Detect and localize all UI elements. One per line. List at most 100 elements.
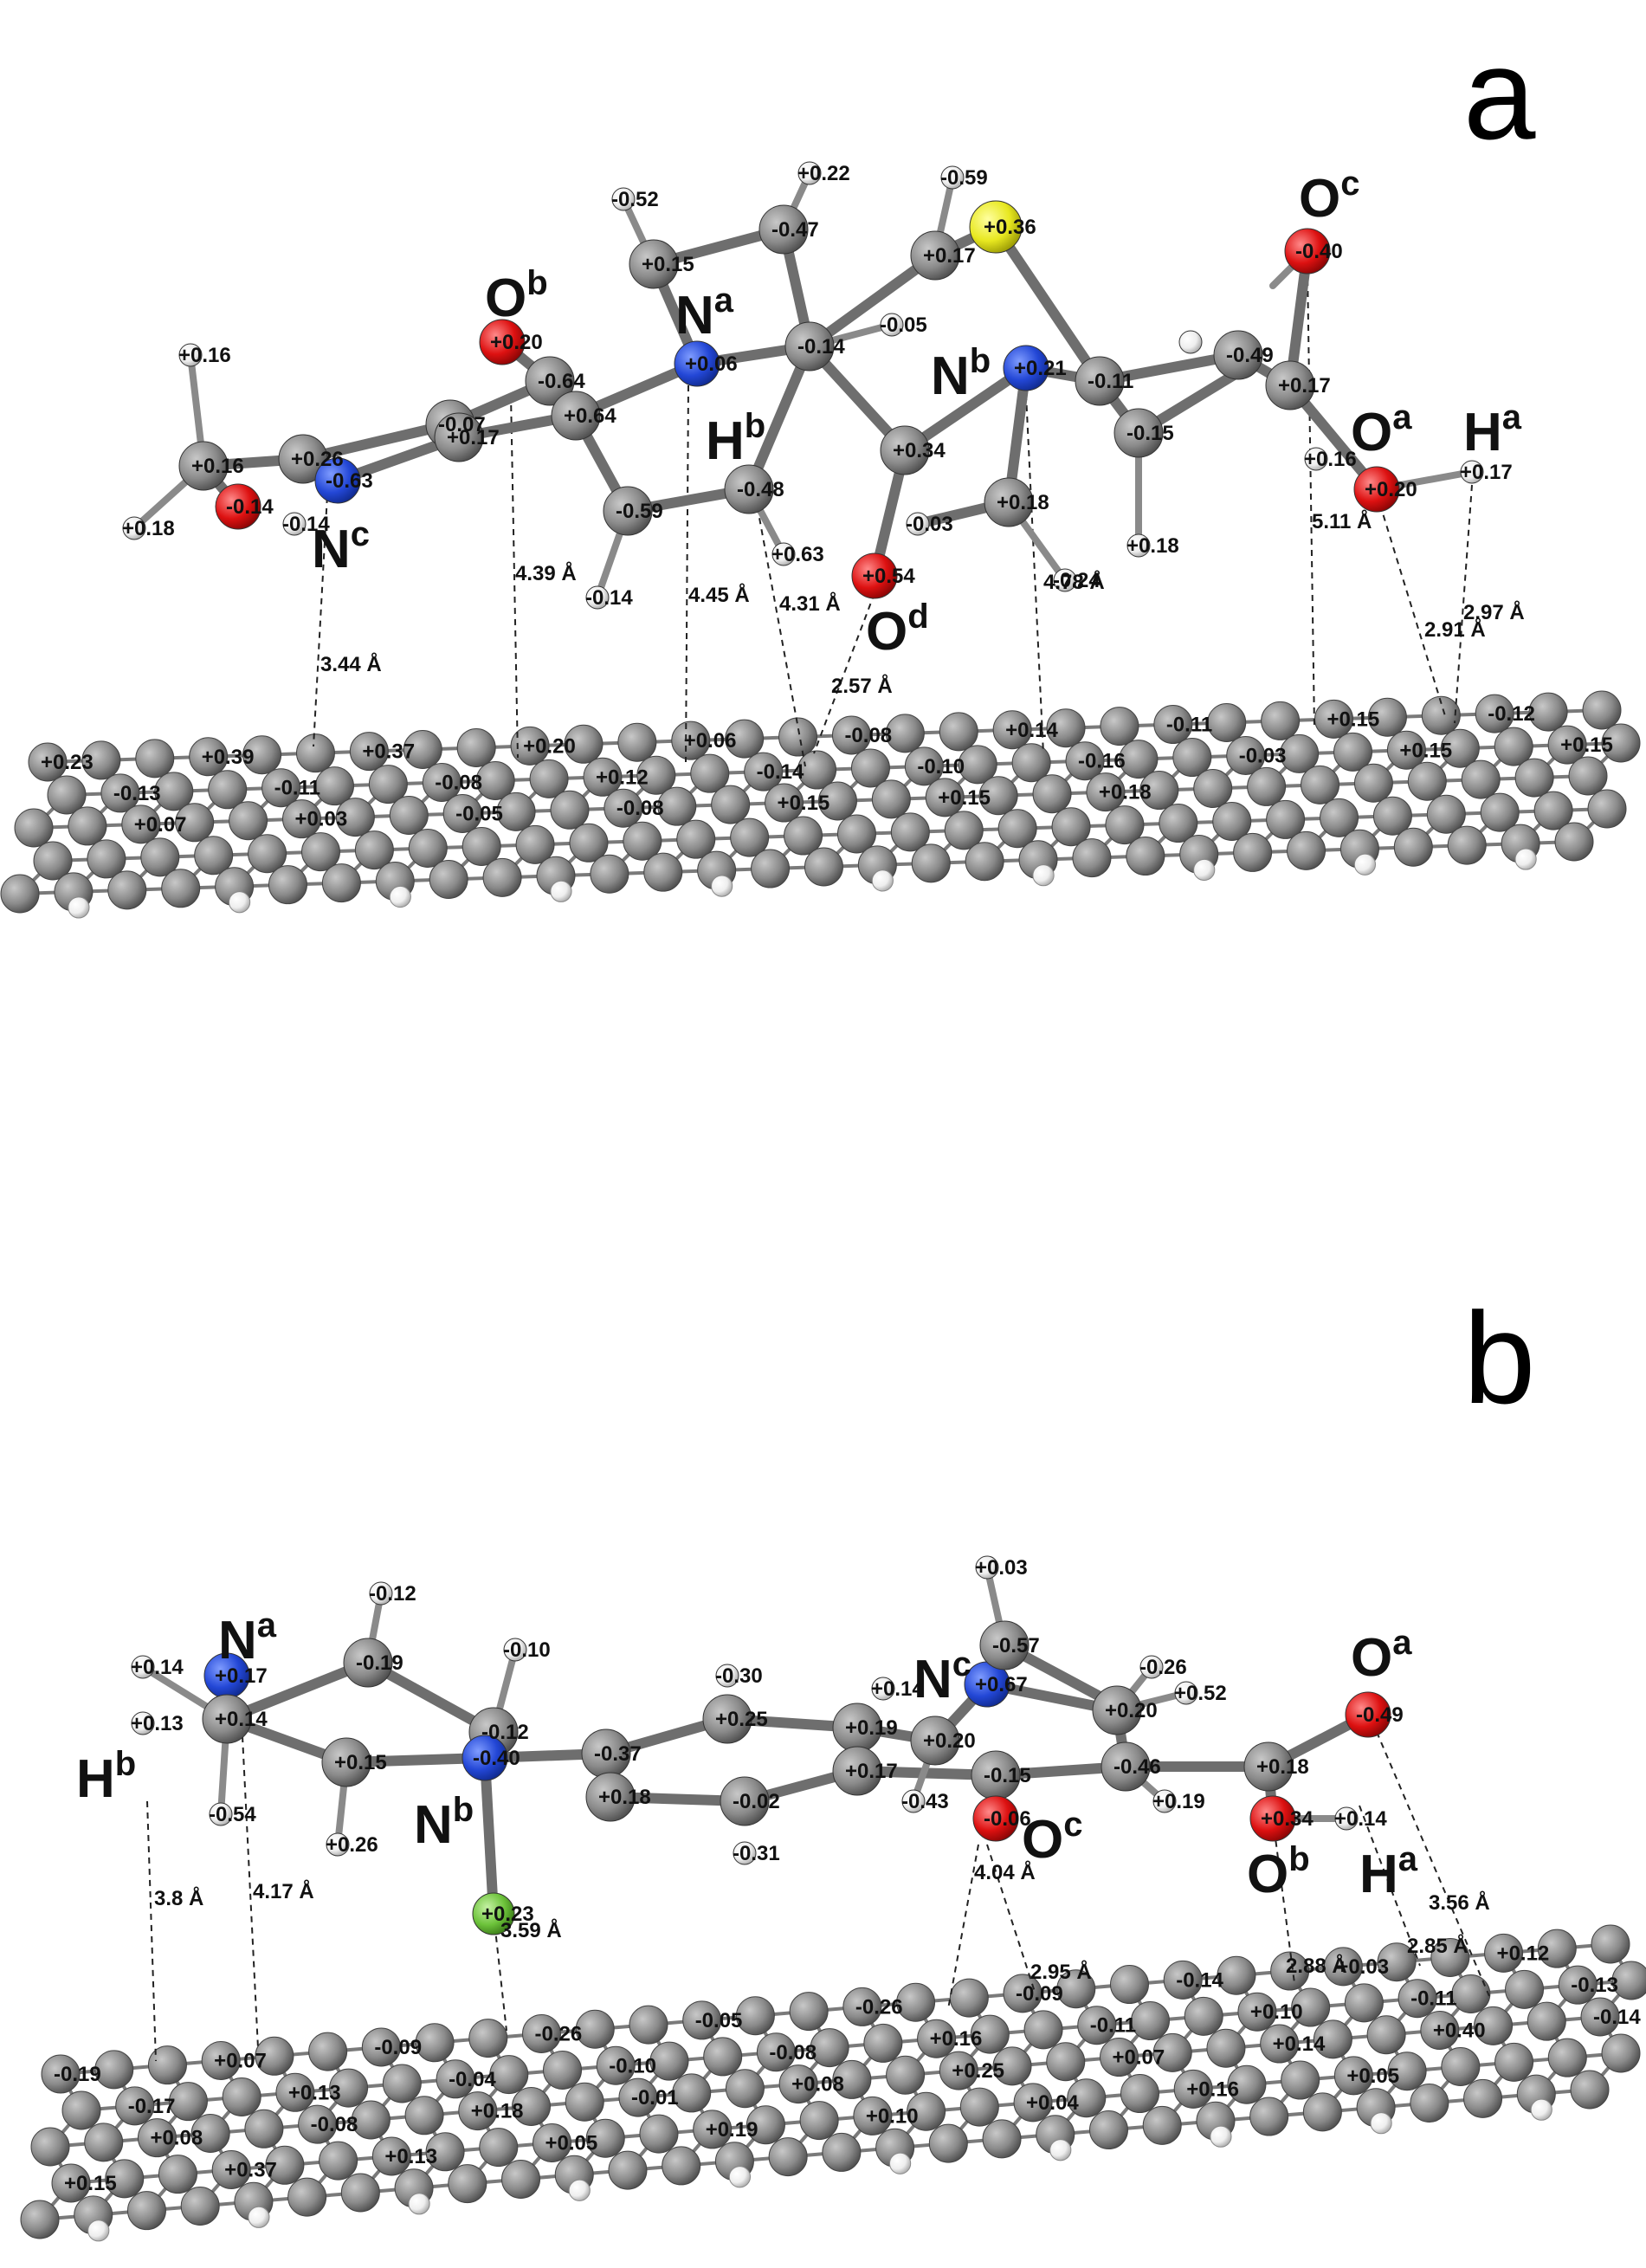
sheet-carbon-atom	[1558, 1965, 1598, 2005]
sheet-carbon-atom	[550, 790, 590, 830]
sheet-carbon-atom	[1056, 1969, 1096, 2009]
sheet-carbon-atom	[1533, 791, 1573, 830]
sheet-carbon-atom	[1212, 801, 1252, 841]
sheet-carbon-atom	[649, 2041, 689, 2081]
carbon-atom	[979, 1620, 1030, 1670]
sheet-carbon-atom	[211, 2149, 251, 2189]
carbon-atom	[910, 1716, 960, 1766]
atom-charge-label: -0.59	[616, 500, 663, 523]
sheet-carbon-atom	[308, 2032, 348, 2071]
atom-label-Nc-a: Nc	[312, 515, 370, 579]
sheet-carbon-atom	[565, 2082, 604, 2122]
sheet-carbon-atom	[596, 2045, 636, 2085]
sheet-carbon-atom	[1207, 702, 1247, 742]
carbon-atom	[1213, 330, 1263, 380]
sheet-carbon-atom	[361, 2027, 401, 2067]
sheet-charge-label: +0.23	[41, 751, 94, 774]
sheet-carbon-atom	[161, 869, 201, 908]
sheet-carbon-atom	[1547, 2038, 1587, 2077]
molecule-a: +0.16+0.18+0.16-0.14-0.14+0.26-0.63-0.07…	[122, 161, 1513, 610]
sheet-carbon-atom	[1344, 1983, 1384, 2023]
atom-charge-label: -0.12	[481, 1721, 529, 1744]
sheet-charge-label: +0.14	[1005, 719, 1058, 742]
sheet-carbon-atom	[351, 2100, 391, 2140]
nitrogen-atom	[462, 1735, 508, 1781]
carbon-atom	[1075, 356, 1125, 406]
sheet-charge-label: -0.01	[631, 2086, 679, 2110]
sheet-carbon-atom	[404, 2096, 444, 2136]
sheet-carbon-atom	[479, 2128, 519, 2168]
sheet-carbon-atom	[321, 863, 361, 903]
atom-charge-label: +0.15	[334, 1751, 387, 1774]
sheet-charge-label: +0.18	[1099, 781, 1152, 804]
sheet-carbon-atom	[244, 2109, 284, 2148]
sheet-carbon-atom	[1611, 1961, 1646, 2000]
atom-charge-label: +0.26	[291, 448, 344, 471]
sheet-carbon-atom	[1587, 789, 1627, 829]
atom-charge-label: -0.05	[880, 313, 927, 337]
distance-label: 2.85 Å	[1407, 1934, 1468, 1958]
sheet-carbon-atom	[512, 2086, 552, 2126]
hydrogen-atom	[131, 1655, 155, 1679]
sheet-charge-label: +0.16	[1186, 2077, 1239, 2101]
sheet-carbon-atom	[1287, 830, 1326, 870]
sheet-carbon-atom	[871, 779, 911, 819]
sheet-charge-label: -0.19	[54, 2063, 101, 2086]
sheet-carbon-atom	[368, 765, 408, 804]
sheet-carbon-atom	[1366, 2015, 1406, 2055]
atom-label-Od-a: Od	[866, 598, 929, 662]
nitrogen-atom	[674, 340, 720, 387]
hydrogen-atom	[880, 313, 904, 337]
atom-label-Ob-b: Ob	[1247, 1840, 1310, 1904]
sheet-carbon-atom	[1142, 2105, 1182, 2145]
sheet-carbon-atom	[629, 2005, 668, 2045]
sheet-carbon-atom	[522, 2013, 562, 2053]
sheet-carbon-atom	[180, 2186, 220, 2226]
hydrogen-atom	[503, 1638, 527, 1662]
sheet-hydrogen-atom	[888, 2152, 912, 2174]
sheet-carbon-atom	[533, 2123, 572, 2162]
sheet-charge-label: +0.15	[1327, 708, 1380, 731]
sheet-carbon-atom	[1100, 707, 1139, 746]
atom-label-Ha-b: Ha	[1359, 1840, 1418, 1904]
sheet-carbon-atom	[349, 732, 389, 772]
atom-charge-label: +0.20	[1365, 478, 1417, 501]
sheet-carbon-atom	[885, 714, 925, 753]
distance-label: 5.11 Å	[1312, 509, 1372, 533]
sheet-carbon-atom	[569, 823, 609, 863]
sheet-carbon-atom	[329, 2068, 369, 2108]
sheet-charge-label: +0.15	[938, 786, 991, 810]
sheet-carbon-atom	[1494, 727, 1533, 766]
sheet-carbon-atom	[585, 2118, 625, 2158]
sheet-carbon-atom	[896, 1982, 936, 2022]
sheet-carbon-atom	[1126, 837, 1165, 876]
sheet-carbon-atom	[33, 841, 73, 881]
sheet-carbon-atom	[81, 740, 121, 780]
distance-label: 4.78 Å	[1043, 570, 1105, 594]
sheet-carbon-atom	[1474, 2006, 1514, 2045]
sheet-carbon-atom	[255, 2036, 294, 2076]
sheet-carbon-atom	[690, 753, 730, 793]
sheet-charge-label: +0.37	[362, 740, 415, 764]
sheet-carbon-atom	[842, 1987, 882, 2026]
atom-charge-label: -0.15	[984, 1764, 1031, 1787]
sheet-carbon-atom	[242, 735, 282, 775]
sheet-carbon-atom	[1086, 772, 1126, 812]
hydrogen-atom	[715, 1664, 739, 1688]
sheet-carbon-atom	[222, 2077, 261, 2116]
sheet-carbon-atom	[47, 775, 87, 815]
sheet-carbon-atom	[501, 2159, 541, 2199]
atom-label-Oc-b: Oc	[1022, 1806, 1082, 1870]
sheet-charge-label: -0.05	[455, 802, 503, 825]
sheet-carbon-atom	[928, 2123, 968, 2163]
atom-charge-label: +0.17	[447, 426, 500, 449]
carbon-atom	[585, 1772, 636, 1822]
sheet-carbon-atom	[1480, 792, 1520, 832]
sheet-carbon-atom	[229, 801, 268, 841]
sheet-carbon-atom	[965, 842, 1004, 882]
sheet-carbon-atom	[904, 746, 944, 786]
hydrogen-atom	[906, 512, 930, 536]
carbon-atom	[551, 391, 601, 441]
atom-charge-label: +0.18	[122, 517, 175, 540]
atom-label-Na-a: Na	[675, 281, 734, 346]
